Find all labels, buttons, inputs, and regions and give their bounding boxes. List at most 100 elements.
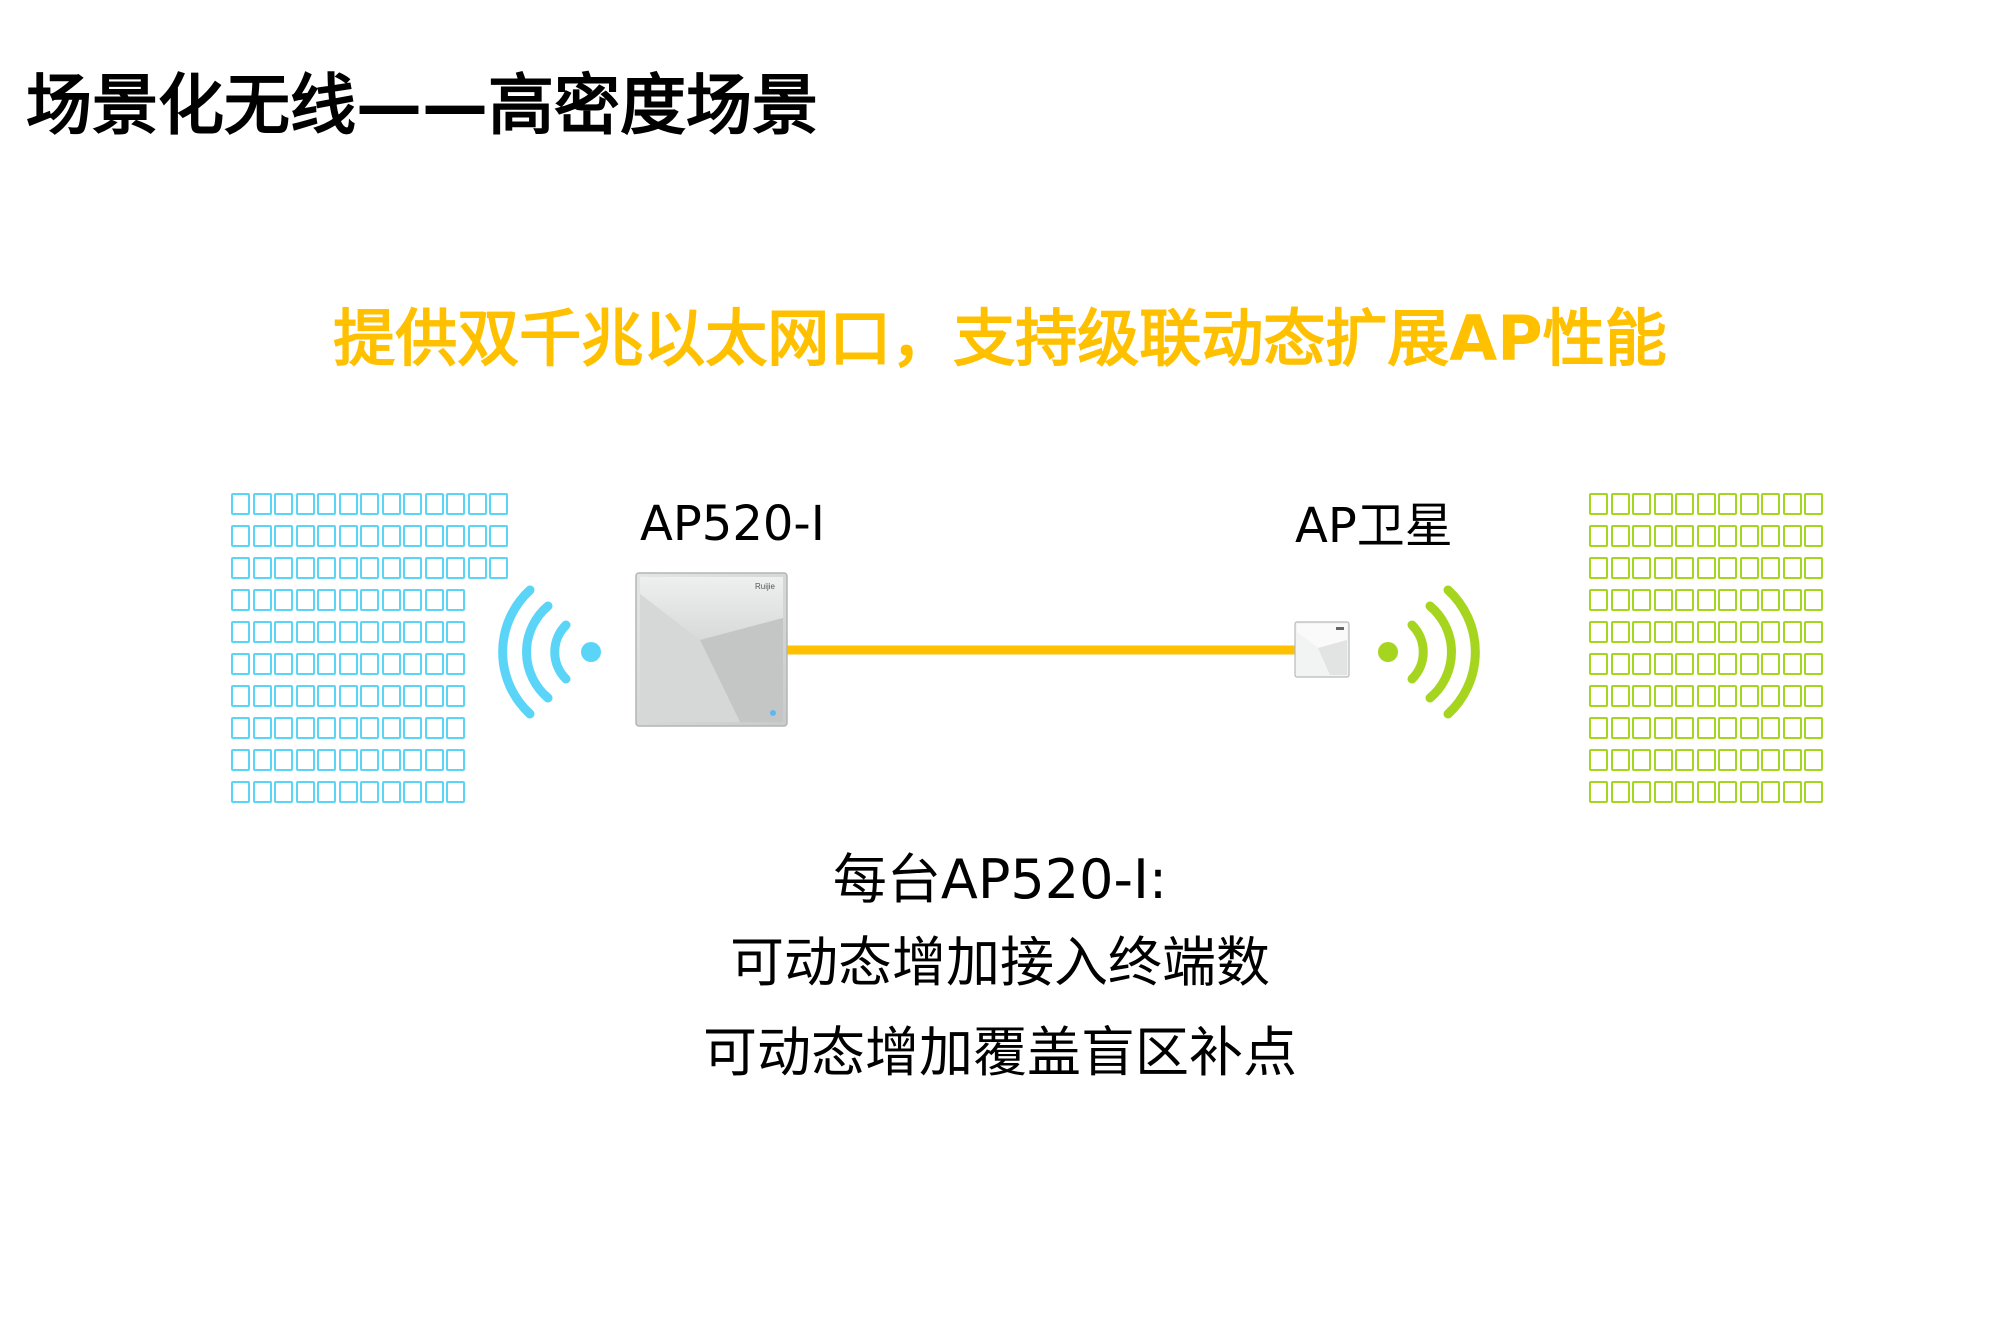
terminal-device-icon — [1610, 781, 1630, 803]
ap-main-label: AP520-I — [640, 496, 825, 552]
ap-brand-logo: Ruijie — [755, 582, 776, 591]
terminal-device-icon — [1718, 493, 1737, 515]
terminal-device-icon — [1632, 749, 1651, 771]
terminal-device-icon — [317, 493, 336, 515]
terminal-device-icon — [446, 621, 465, 643]
terminal-device-icon — [1761, 653, 1780, 675]
terminal-device-icon — [1761, 589, 1780, 611]
terminal-device-icon — [1739, 749, 1759, 771]
description-line-1: 每台AP520-I: — [832, 848, 1168, 911]
terminal-device-icon — [231, 621, 250, 643]
terminal-device-icon — [446, 749, 465, 771]
terminal-device-icon — [1610, 525, 1630, 547]
terminal-device-icon — [295, 493, 315, 515]
terminal-device-icon — [1804, 781, 1823, 803]
terminal-device-icon — [403, 749, 422, 771]
terminal-device-icon — [1696, 557, 1716, 579]
terminal-device-icon — [1782, 717, 1802, 739]
terminal-device-icon — [360, 685, 379, 707]
terminal-device-icon — [1653, 717, 1673, 739]
terminal-device-icon — [1675, 749, 1694, 771]
terminal-device-icon — [231, 781, 250, 803]
terminal-device-icon — [1804, 493, 1823, 515]
terminal-device-icon — [1589, 717, 1608, 739]
terminal-device-icon — [274, 493, 293, 515]
terminal-device-icon — [424, 653, 444, 675]
ap-status-led — [770, 710, 776, 716]
terminal-device-icon — [360, 781, 379, 803]
terminal-device-icon — [295, 525, 315, 547]
terminal-device-icon — [1610, 557, 1630, 579]
terminal-device-icon — [231, 749, 250, 771]
terminal-device-icon — [338, 525, 358, 547]
terminal-device-icon — [1589, 749, 1608, 771]
terminal-device-icon — [1718, 781, 1737, 803]
terminal-device-icon — [1653, 749, 1673, 771]
terminal-device-icon — [1675, 525, 1694, 547]
terminal-device-icon — [1739, 653, 1759, 675]
terminal-device-icon — [1696, 621, 1716, 643]
terminal-device-icon — [424, 781, 444, 803]
terminal-device-icon — [1739, 525, 1759, 547]
terminal-device-icon — [360, 653, 379, 675]
terminal-device-icon — [1761, 717, 1780, 739]
terminal-device-icon — [295, 781, 315, 803]
terminal-device-icon — [1696, 589, 1716, 611]
terminal-device-icon — [1610, 621, 1630, 643]
right-wifi-signal-icon — [1378, 585, 1480, 719]
terminal-device-icon — [1589, 557, 1608, 579]
terminal-device-icon — [446, 589, 465, 611]
terminal-device-icon — [1589, 653, 1608, 675]
terminal-device-icon — [446, 557, 465, 579]
terminal-device-icon — [274, 685, 293, 707]
left-wifi-signal-icon — [498, 585, 601, 719]
terminal-device-icon — [1653, 493, 1673, 515]
terminal-device-icon — [1718, 653, 1737, 675]
terminal-device-icon — [1761, 685, 1780, 707]
terminal-device-icon — [1718, 717, 1737, 739]
terminal-device-icon — [1675, 653, 1694, 675]
terminal-device-icon — [403, 621, 422, 643]
terminal-device-icon — [1589, 685, 1608, 707]
terminal-device-icon — [1804, 717, 1823, 739]
terminal-device-icon — [274, 557, 293, 579]
terminal-device-icon — [1782, 749, 1802, 771]
terminal-device-icon — [1610, 589, 1630, 611]
terminal-device-icon — [274, 589, 293, 611]
terminal-device-icon — [1632, 781, 1651, 803]
terminal-device-icon — [403, 781, 422, 803]
terminal-device-icon — [1632, 685, 1651, 707]
terminal-device-icon — [295, 717, 315, 739]
terminal-device-icon — [295, 557, 315, 579]
terminal-device-icon — [274, 781, 293, 803]
terminal-device-icon — [424, 717, 444, 739]
terminal-device-icon — [424, 525, 444, 547]
terminal-device-icon — [403, 557, 422, 579]
terminal-device-icon — [381, 653, 401, 675]
terminal-device-icon — [1610, 493, 1630, 515]
terminal-device-icon — [231, 493, 250, 515]
terminal-device-icon — [317, 557, 336, 579]
terminal-device-icon — [317, 621, 336, 643]
terminal-device-icon — [1718, 525, 1737, 547]
terminal-device-icon — [467, 525, 487, 547]
terminal-device-icon — [252, 685, 272, 707]
terminal-device-icon — [338, 653, 358, 675]
terminal-device-icon — [1675, 557, 1694, 579]
terminal-device-icon — [1761, 749, 1780, 771]
terminal-device-icon — [1610, 685, 1630, 707]
terminal-device-icon — [1653, 557, 1673, 579]
terminal-device-icon — [1653, 653, 1673, 675]
terminal-device-icon — [403, 685, 422, 707]
terminal-device-icon — [1761, 621, 1780, 643]
terminal-device-icon — [467, 493, 487, 515]
terminal-device-icon — [360, 749, 379, 771]
terminal-device-icon — [424, 493, 444, 515]
terminal-device-icon — [1739, 781, 1759, 803]
terminal-device-icon — [1589, 589, 1608, 611]
terminal-device-icon — [1718, 621, 1737, 643]
terminal-device-icon — [1675, 621, 1694, 643]
terminal-device-icon — [1696, 781, 1716, 803]
terminal-device-icon — [252, 589, 272, 611]
